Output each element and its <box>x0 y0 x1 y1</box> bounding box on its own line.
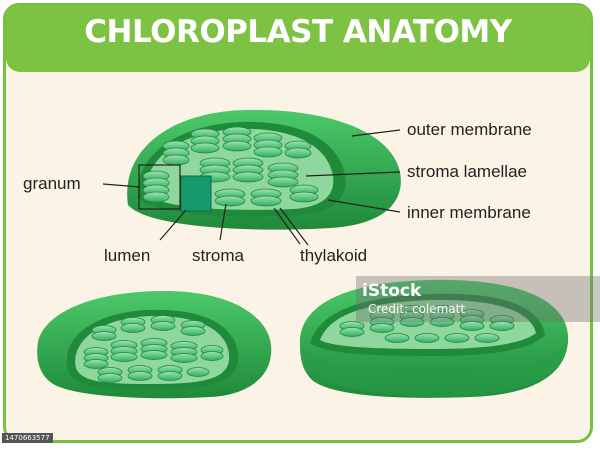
title-banner <box>6 6 590 72</box>
chloroplast-bottom-left <box>37 290 272 399</box>
watermark-brand: iStock <box>362 281 422 301</box>
thylakoid-stacks <box>138 126 319 212</box>
label-lumen: lumen <box>104 246 151 265</box>
main-chloroplast <box>127 109 401 230</box>
watermark-credit: Credit: colematt <box>368 302 466 316</box>
label-stroma-lamellae: stroma lamellae <box>407 162 527 181</box>
label-stroma: stroma <box>192 246 244 265</box>
page-title: CHLOROPLAST ANATOMY <box>84 14 512 50</box>
stock-id: 1470663577 <box>2 433 53 443</box>
label-granum: granum <box>23 174 81 193</box>
watermark-band <box>356 276 600 322</box>
chloroplast-bottom-right <box>299 279 569 398</box>
leader-lines <box>102 129 401 246</box>
lumen-cutaway <box>180 175 212 212</box>
label-outer-membrane: outer membrane <box>407 120 532 139</box>
label-inner-membrane: inner membrane <box>407 203 531 222</box>
label-thylakoid: thylakoid <box>300 246 368 265</box>
